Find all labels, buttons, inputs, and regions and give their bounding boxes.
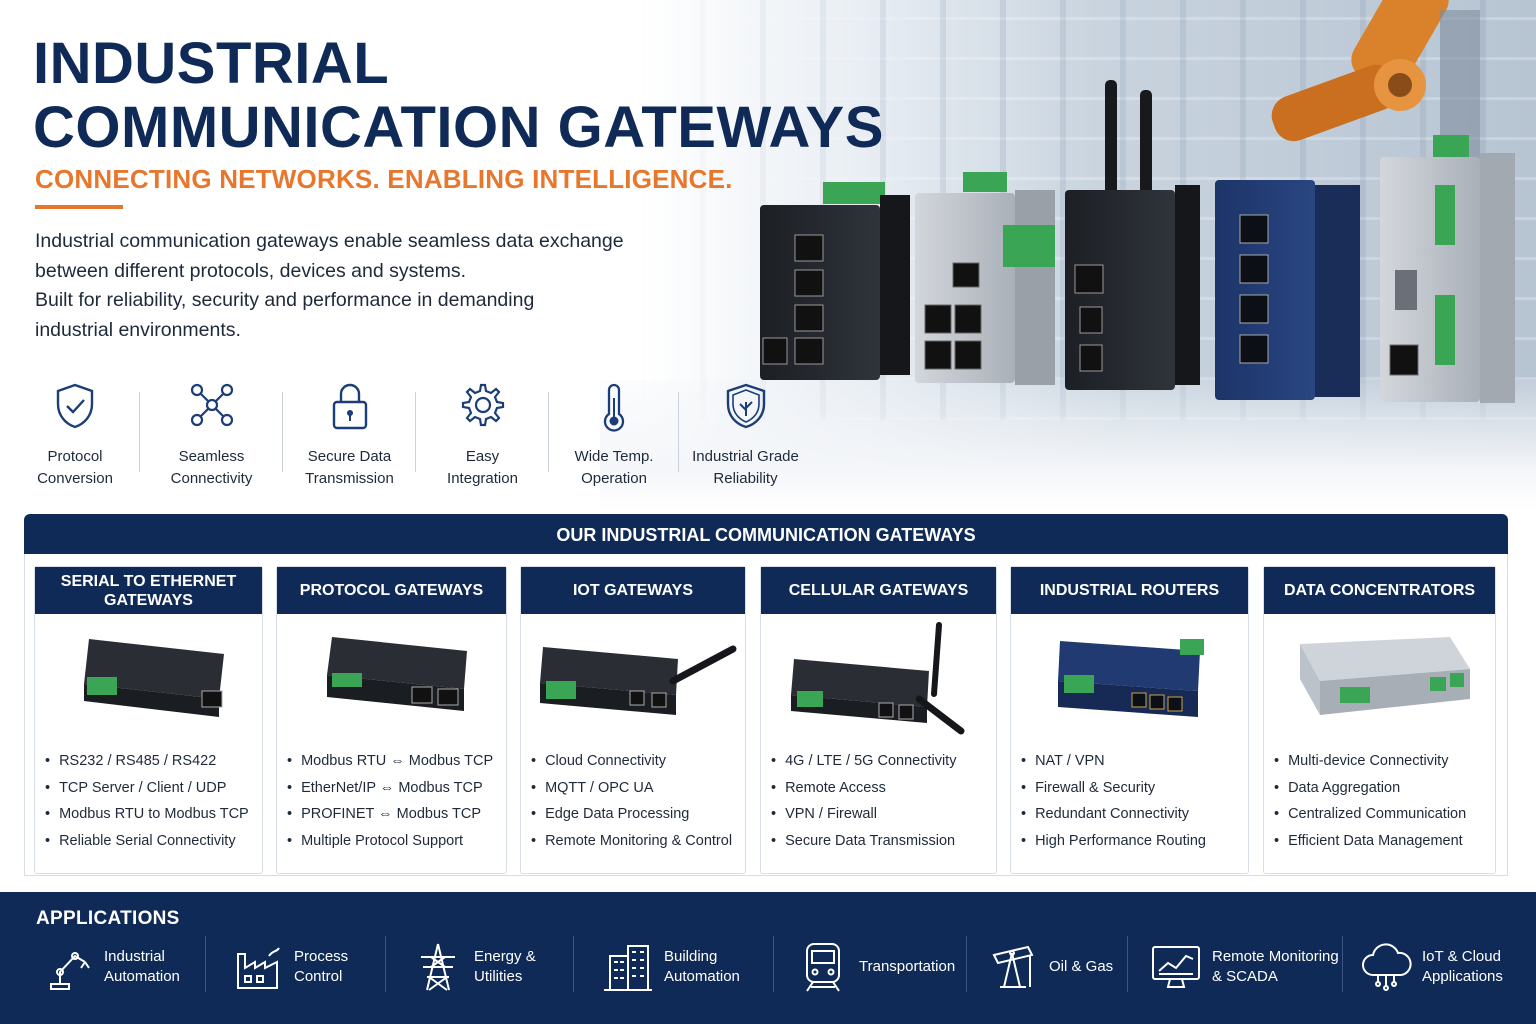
- cellular-gateway-image: [790, 622, 964, 735]
- gear-icon: [461, 383, 504, 427]
- card-title: CELLULAR GATEWAYS: [761, 567, 996, 614]
- network-nodes-icon: [190, 383, 233, 427]
- product-card-industrial-routers[interactable]: INDUSTRIAL ROUTERS NAT / VPN Firewall & …: [1010, 566, 1249, 874]
- card-title: INDUSTRIAL ROUTERS: [1011, 567, 1248, 614]
- product-card-iot-gateways[interactable]: IOT GATEWAYS Cloud Connectivity MQTT / O…: [520, 566, 746, 874]
- serial-gateway-image: [83, 639, 224, 717]
- feature-bullets: Cloud Connectivity MQTT / OPC UA Edge Da…: [521, 748, 745, 854]
- app-remote-monitoring-scada[interactable]: Remote Monitoring & SCADA: [1148, 932, 1339, 1002]
- padlock-icon: [332, 383, 367, 430]
- shield-leaf-icon: [726, 383, 765, 429]
- device-3: [1065, 80, 1200, 390]
- app-transportation[interactable]: Transportation: [795, 932, 955, 1002]
- feature-bullets: RS232 / RS485 / RS422 TCP Server / Clien…: [35, 748, 262, 854]
- app-iot-cloud[interactable]: IoT & Cloud Applications: [1358, 932, 1503, 1002]
- power-tower-icon: [421, 943, 455, 991]
- product-card-protocol-gateways[interactable]: PROTOCOL GATEWAYS Modbus RTU ⇔ Modbus TC…: [276, 566, 507, 874]
- app-building-automation[interactable]: Building Automation: [600, 932, 740, 1002]
- products-section-header: OUR INDUSTRIAL COMMUNICATION GATEWAYS: [24, 514, 1508, 554]
- device-1: [760, 182, 910, 380]
- thermometer-icon: [603, 383, 625, 432]
- card-title: DATA CONCENTRATORS: [1264, 567, 1495, 614]
- oil-pump-icon: [992, 945, 1034, 988]
- protocol-gateway-image: [326, 637, 467, 711]
- feature-bullets: Modbus RTU ⇔ Modbus TCP EtherNet/IP ⇔ Mo…: [277, 748, 506, 854]
- product-card-cellular-gateways[interactable]: CELLULAR GATEWAYS 4G / LTE / 5G Connecti…: [760, 566, 997, 874]
- page-title: INDUSTRIAL COMMUNICATION GATEWAYS: [33, 32, 884, 160]
- shield-check-icon: [56, 383, 94, 429]
- applications-heading: APPLICATIONS: [36, 908, 180, 929]
- hero-device-lineup: [760, 80, 1515, 403]
- cloud-icon: [1362, 943, 1412, 991]
- intro-text: Industrial communication gateways enable…: [35, 230, 624, 341]
- device-5: [1380, 135, 1515, 403]
- monitor-chart-icon: [1152, 946, 1200, 988]
- app-oil-gas[interactable]: Oil & Gas: [985, 932, 1113, 1002]
- train-icon: [806, 943, 840, 992]
- building-icon: [604, 945, 652, 991]
- tagline: CONNECTING NETWORKS. ENABLING INTELLIGEN…: [35, 164, 733, 194]
- device-4: [1215, 180, 1360, 400]
- product-card-data-concentrators[interactable]: DATA CONCENTRATORS Multi-device Connecti…: [1263, 566, 1496, 874]
- feature-wide-temp: Wide Temp.Operation: [549, 382, 679, 492]
- industrial-router-image: [1057, 639, 1204, 717]
- device-2: [915, 172, 1055, 385]
- feature-bullets: Multi-device Connectivity Data Aggregati…: [1264, 748, 1495, 854]
- app-industrial-automation[interactable]: Industrial Automation: [40, 932, 180, 1002]
- applications-band: APPLICATIONS Industrial Automation Proce…: [0, 892, 1536, 1024]
- title-line-1: INDUSTRIAL: [33, 31, 390, 96]
- card-title: SERIAL TO ETHERNET GATEWAYS: [35, 567, 262, 614]
- title-line-2: COMMUNICATION GATEWAYS: [33, 95, 884, 160]
- robot-arm-image: [1271, 0, 1480, 190]
- app-process-control[interactable]: Process Control: [230, 932, 348, 1002]
- card-title: IOT GATEWAYS: [521, 567, 745, 614]
- iot-gateway-image: [540, 645, 737, 715]
- feature-bullets: 4G / LTE / 5G Connectivity Remote Access…: [761, 748, 996, 854]
- app-energy-utilities[interactable]: Energy & Utilities: [410, 932, 536, 1002]
- card-title: PROTOCOL GATEWAYS: [277, 567, 506, 614]
- product-card-serial-to-ethernet[interactable]: SERIAL TO ETHERNET GATEWAYS RS232 / RS48…: [34, 566, 263, 874]
- accent-rule: [35, 205, 123, 209]
- factory-floor: [600, 380, 1536, 510]
- data-concentrator-image: [1299, 637, 1470, 715]
- feature-bullets: NAT / VPN Firewall & Security Redundant …: [1011, 748, 1248, 854]
- robot-arm-icon: [50, 952, 90, 990]
- factory-icon: [237, 947, 280, 989]
